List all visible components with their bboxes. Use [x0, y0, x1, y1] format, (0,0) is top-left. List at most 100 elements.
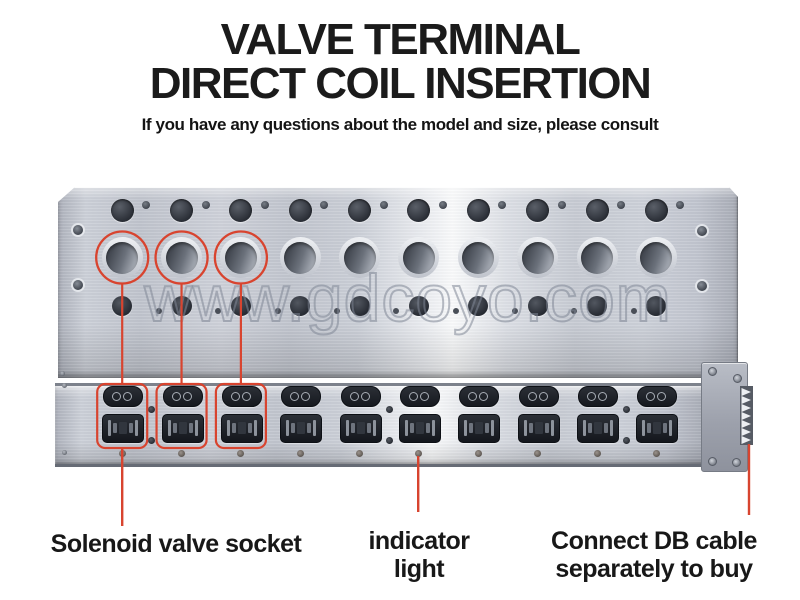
- side-hole: [697, 281, 707, 291]
- pilot-port-hole: [587, 296, 607, 316]
- socket-pin: [646, 391, 656, 401]
- socket-contact: [231, 423, 236, 433]
- callout-db-label: Connect DB cable separately to buy: [551, 527, 757, 583]
- mounting-hole: [170, 199, 194, 222]
- socket-window: [297, 422, 306, 434]
- mounting-hole: [644, 199, 668, 222]
- mounting-hole: [466, 199, 490, 222]
- indicator-light-dot: [178, 449, 186, 457]
- socket-pin: [657, 391, 667, 401]
- socket-contact: [247, 423, 252, 433]
- socket-pin: [419, 391, 429, 401]
- pilot-port-hole: [349, 296, 370, 316]
- pilot-port-hole: [468, 296, 489, 316]
- socket-pin: [598, 391, 607, 401]
- valve-socket-oval: [637, 385, 678, 407]
- socket-pin: [538, 391, 548, 401]
- tiny-hole: [274, 308, 281, 314]
- valve-socket-rect: [458, 414, 501, 443]
- indicator-light-dot: [593, 449, 601, 457]
- strip-pin-hole: [623, 405, 630, 413]
- socket-window: [237, 422, 246, 434]
- callout-indicator-line1: indicator: [368, 527, 470, 555]
- strip-pin-hole: [623, 437, 630, 444]
- valve-socket-rect: [280, 414, 323, 443]
- pilot-port-hole: [527, 296, 548, 316]
- valve-socket-oval: [578, 385, 618, 407]
- pilot-hole: [260, 201, 269, 209]
- pilot-port-hole: [408, 296, 429, 316]
- tiny-hole: [571, 308, 578, 314]
- valve-socket-oval: [518, 385, 559, 407]
- socket-contact: [286, 420, 290, 436]
- valve-socket-rect: [636, 414, 679, 443]
- pilot-hole: [142, 201, 151, 209]
- pilot-hole: [617, 201, 625, 209]
- strip-pin-hole: [385, 405, 393, 413]
- socket-contact: [409, 423, 414, 433]
- mounting-hole: [288, 199, 312, 222]
- indicator-light-dot: [534, 449, 542, 457]
- tiny-hole: [333, 308, 340, 314]
- pilot-hole: [438, 201, 447, 209]
- callout-indicator-label: indicator light: [368, 527, 470, 583]
- screw: [61, 382, 67, 388]
- tiny-hole: [393, 308, 400, 314]
- socket-contact: [528, 423, 533, 433]
- socket-contact: [135, 420, 139, 436]
- port-hole: [224, 241, 257, 274]
- socket-pin: [123, 391, 133, 401]
- mounting-hole: [526, 199, 550, 222]
- socket-contact: [291, 423, 296, 433]
- pilot-hole: [320, 201, 329, 209]
- mounting-hole: [348, 199, 372, 222]
- side-hole: [72, 225, 83, 235]
- end-cap-screw: [731, 457, 741, 467]
- socket-pin: [112, 391, 122, 401]
- tiny-hole: [630, 308, 637, 314]
- page-title: VALVE TERMINAL DIRECT COIL INSERTION If …: [0, 18, 800, 135]
- valve-socket-oval: [221, 385, 262, 407]
- socket-contact: [108, 420, 112, 436]
- screw: [61, 449, 67, 455]
- socket-pin: [301, 391, 311, 401]
- socket-window: [119, 422, 128, 434]
- tiny-hole: [155, 308, 162, 314]
- socket-pin: [479, 391, 489, 401]
- pilot-hole: [201, 201, 210, 209]
- port-hole: [284, 241, 317, 274]
- socket-contact: [491, 420, 495, 436]
- socket-contact: [469, 423, 474, 433]
- valve-socket-oval: [399, 385, 440, 407]
- socket-contact: [313, 420, 317, 436]
- mounting-hole: [229, 199, 253, 222]
- socket-pin: [182, 391, 192, 401]
- callout-db-line1: Connect DB cable: [551, 527, 757, 555]
- strip-pin-hole: [148, 405, 156, 413]
- socket-window: [475, 422, 484, 434]
- mounting-hole: [407, 199, 431, 222]
- socket-contact: [350, 423, 355, 433]
- title-line-2: DIRECT COIL INSERTION: [149, 59, 652, 108]
- indicator-light-dot: [474, 449, 482, 457]
- socket-contact: [588, 423, 592, 433]
- valve-socket-rect: [577, 414, 619, 443]
- callout-solenoid-label: Solenoid valve socket: [50, 530, 302, 558]
- socket-contact: [431, 420, 435, 436]
- port-hole: [581, 241, 613, 274]
- strip-pin-hole: [148, 437, 156, 444]
- pilot-port-hole: [171, 296, 192, 316]
- valve-socket-rect: [517, 414, 560, 443]
- valve-socket-rect: [339, 414, 382, 443]
- socket-contact: [544, 423, 549, 433]
- valve-socket-oval: [103, 385, 144, 407]
- socket-pin: [408, 391, 418, 401]
- callout-db-line2: separately to buy: [555, 555, 753, 583]
- socket-contact: [583, 420, 586, 436]
- callout-indicator-line2: light: [393, 555, 445, 583]
- socket-contact: [253, 420, 257, 436]
- socket-pin: [468, 391, 478, 401]
- pilot-port-hole: [646, 296, 667, 316]
- socket-contact: [523, 420, 527, 436]
- socket-contact: [345, 420, 349, 436]
